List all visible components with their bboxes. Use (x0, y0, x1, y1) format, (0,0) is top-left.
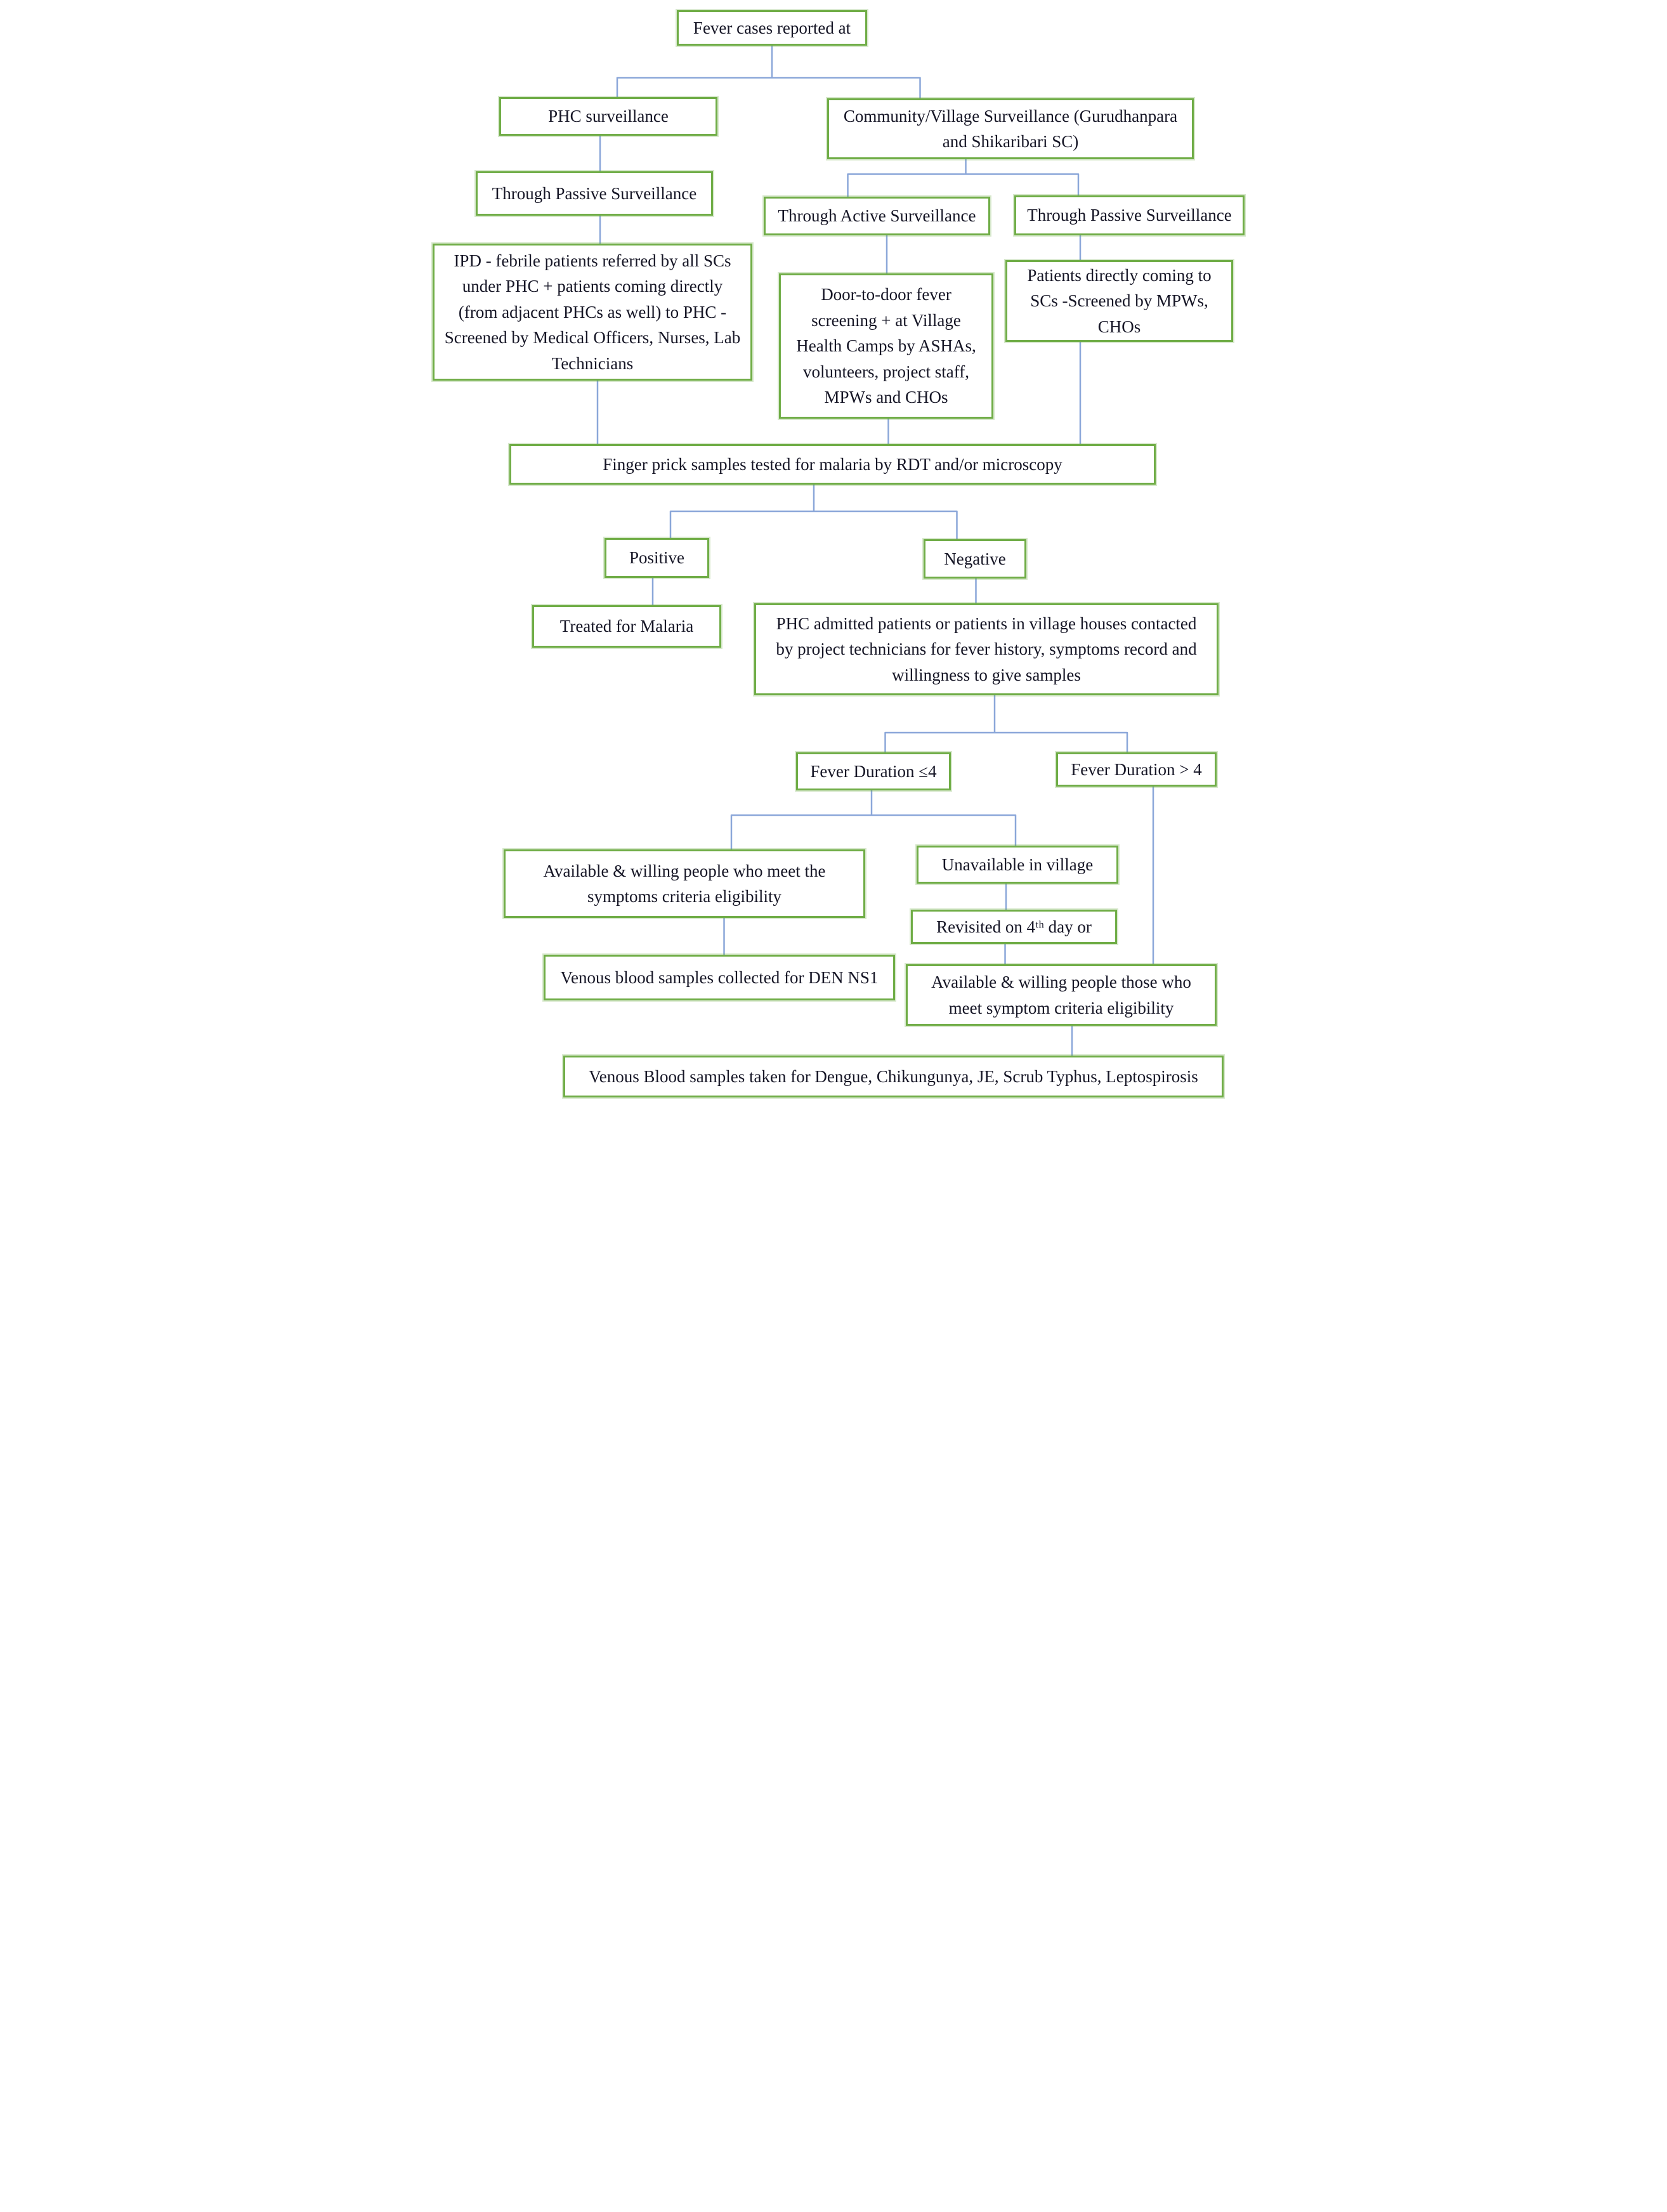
text-line: CHOs (1097, 317, 1141, 336)
node-treated-for-malaria: Treated for Malaria (532, 605, 721, 648)
text-line: under PHC + patients coming directly (462, 277, 723, 296)
node-fever-duration-gt4: Fever Duration > 4 (1056, 752, 1217, 787)
text-line: Patients directly coming to (1027, 265, 1212, 285)
node-through-active-surveillance: Through Active Surveillance (764, 197, 990, 235)
text-line: meet symptom criteria eligibility (948, 998, 1174, 1018)
text-line: MPWs and CHOs (824, 388, 948, 407)
node-available-willing-meet: Available & willing people who meet the … (504, 849, 865, 918)
flowchart-canvas: Fever cases reported at PHC surveillance… (417, 0, 1250, 1106)
node-community-village-surveillance: Community/Village Surveillance (Gurudhan… (827, 98, 1194, 159)
text-line: Technicians (551, 353, 634, 373)
flowchart-connectors (596, 46, 1154, 1056)
node-positive: Positive (605, 538, 709, 578)
node-available-willing-those: Available & willing people those who mee… (906, 964, 1217, 1026)
connector-duration-split (884, 731, 1128, 752)
text-line: IPD - febrile patients referred by all S… (454, 251, 731, 270)
text-line: Door-to-door fever (821, 285, 951, 304)
node-negative: Negative (924, 539, 1026, 579)
connector-result-split (669, 510, 958, 539)
connector-level2-split (847, 173, 1080, 197)
text-line: SCs -Screened by MPWs, (1030, 291, 1208, 311)
node-venous-samples-den-ns1: Venous blood samples collected for DEN N… (544, 955, 895, 1000)
node-venous-samples-all-diseases: Venous Blood samples taken for Dengue, C… (563, 1056, 1224, 1097)
text-line: Available & willing people those who (931, 972, 1191, 991)
text-line: Available & willing people who meet the (543, 861, 826, 880)
node-through-passive-surveillance-community: Through Passive Surveillance (1014, 195, 1245, 235)
text-line: and Shikaribari SC) (942, 132, 1079, 151)
node-phc-surveillance: PHC surveillance (499, 97, 717, 136)
node-door-to-door-screening: Door-to-door fever screening + at Villag… (779, 273, 993, 419)
text-line: (from adjacent PHCs as well) to PHC - (458, 302, 727, 322)
connector-availability-split (730, 814, 1017, 849)
node-finger-prick-samples: Finger prick samples tested for malaria … (509, 444, 1156, 485)
text-line: Screened by Medical Officers, Nurses, La… (444, 328, 741, 348)
text-line: screening + at Village (811, 310, 961, 330)
node-patients-directly-coming: Patients directly coming to SCs -Screene… (1005, 260, 1233, 342)
node-phc-admitted-patients: PHC admitted patients or patients in vil… (754, 603, 1219, 695)
text-line: willingness to give samples (892, 665, 1081, 684)
node-ipd-febrile-patients: IPD - febrile patients referred by all S… (433, 244, 752, 381)
text-line: Health Camps by ASHAs, (796, 336, 976, 356)
node-unavailable-in-village: Unavailable in village (917, 846, 1118, 884)
text-line: Community/Village Surveillance (Gurudhan… (843, 106, 1178, 126)
node-through-passive-surveillance-phc: Through Passive Surveillance (476, 171, 713, 216)
text-line: symptoms criteria eligibility (587, 887, 781, 906)
text-line: volunteers, project staff, (803, 362, 969, 381)
text-line: PHC admitted patients or patients in vil… (776, 613, 1197, 633)
text-line: by project technicians for fever history… (776, 639, 1197, 659)
connector-level1-split (616, 77, 921, 98)
node-revisited-4th-day: Revisited on 4ᵗʰ day or (911, 910, 1117, 944)
node-fever-duration-le4: Fever Duration ≤4 (796, 752, 951, 790)
node-fever-cases-reported: Fever cases reported at (677, 10, 867, 46)
